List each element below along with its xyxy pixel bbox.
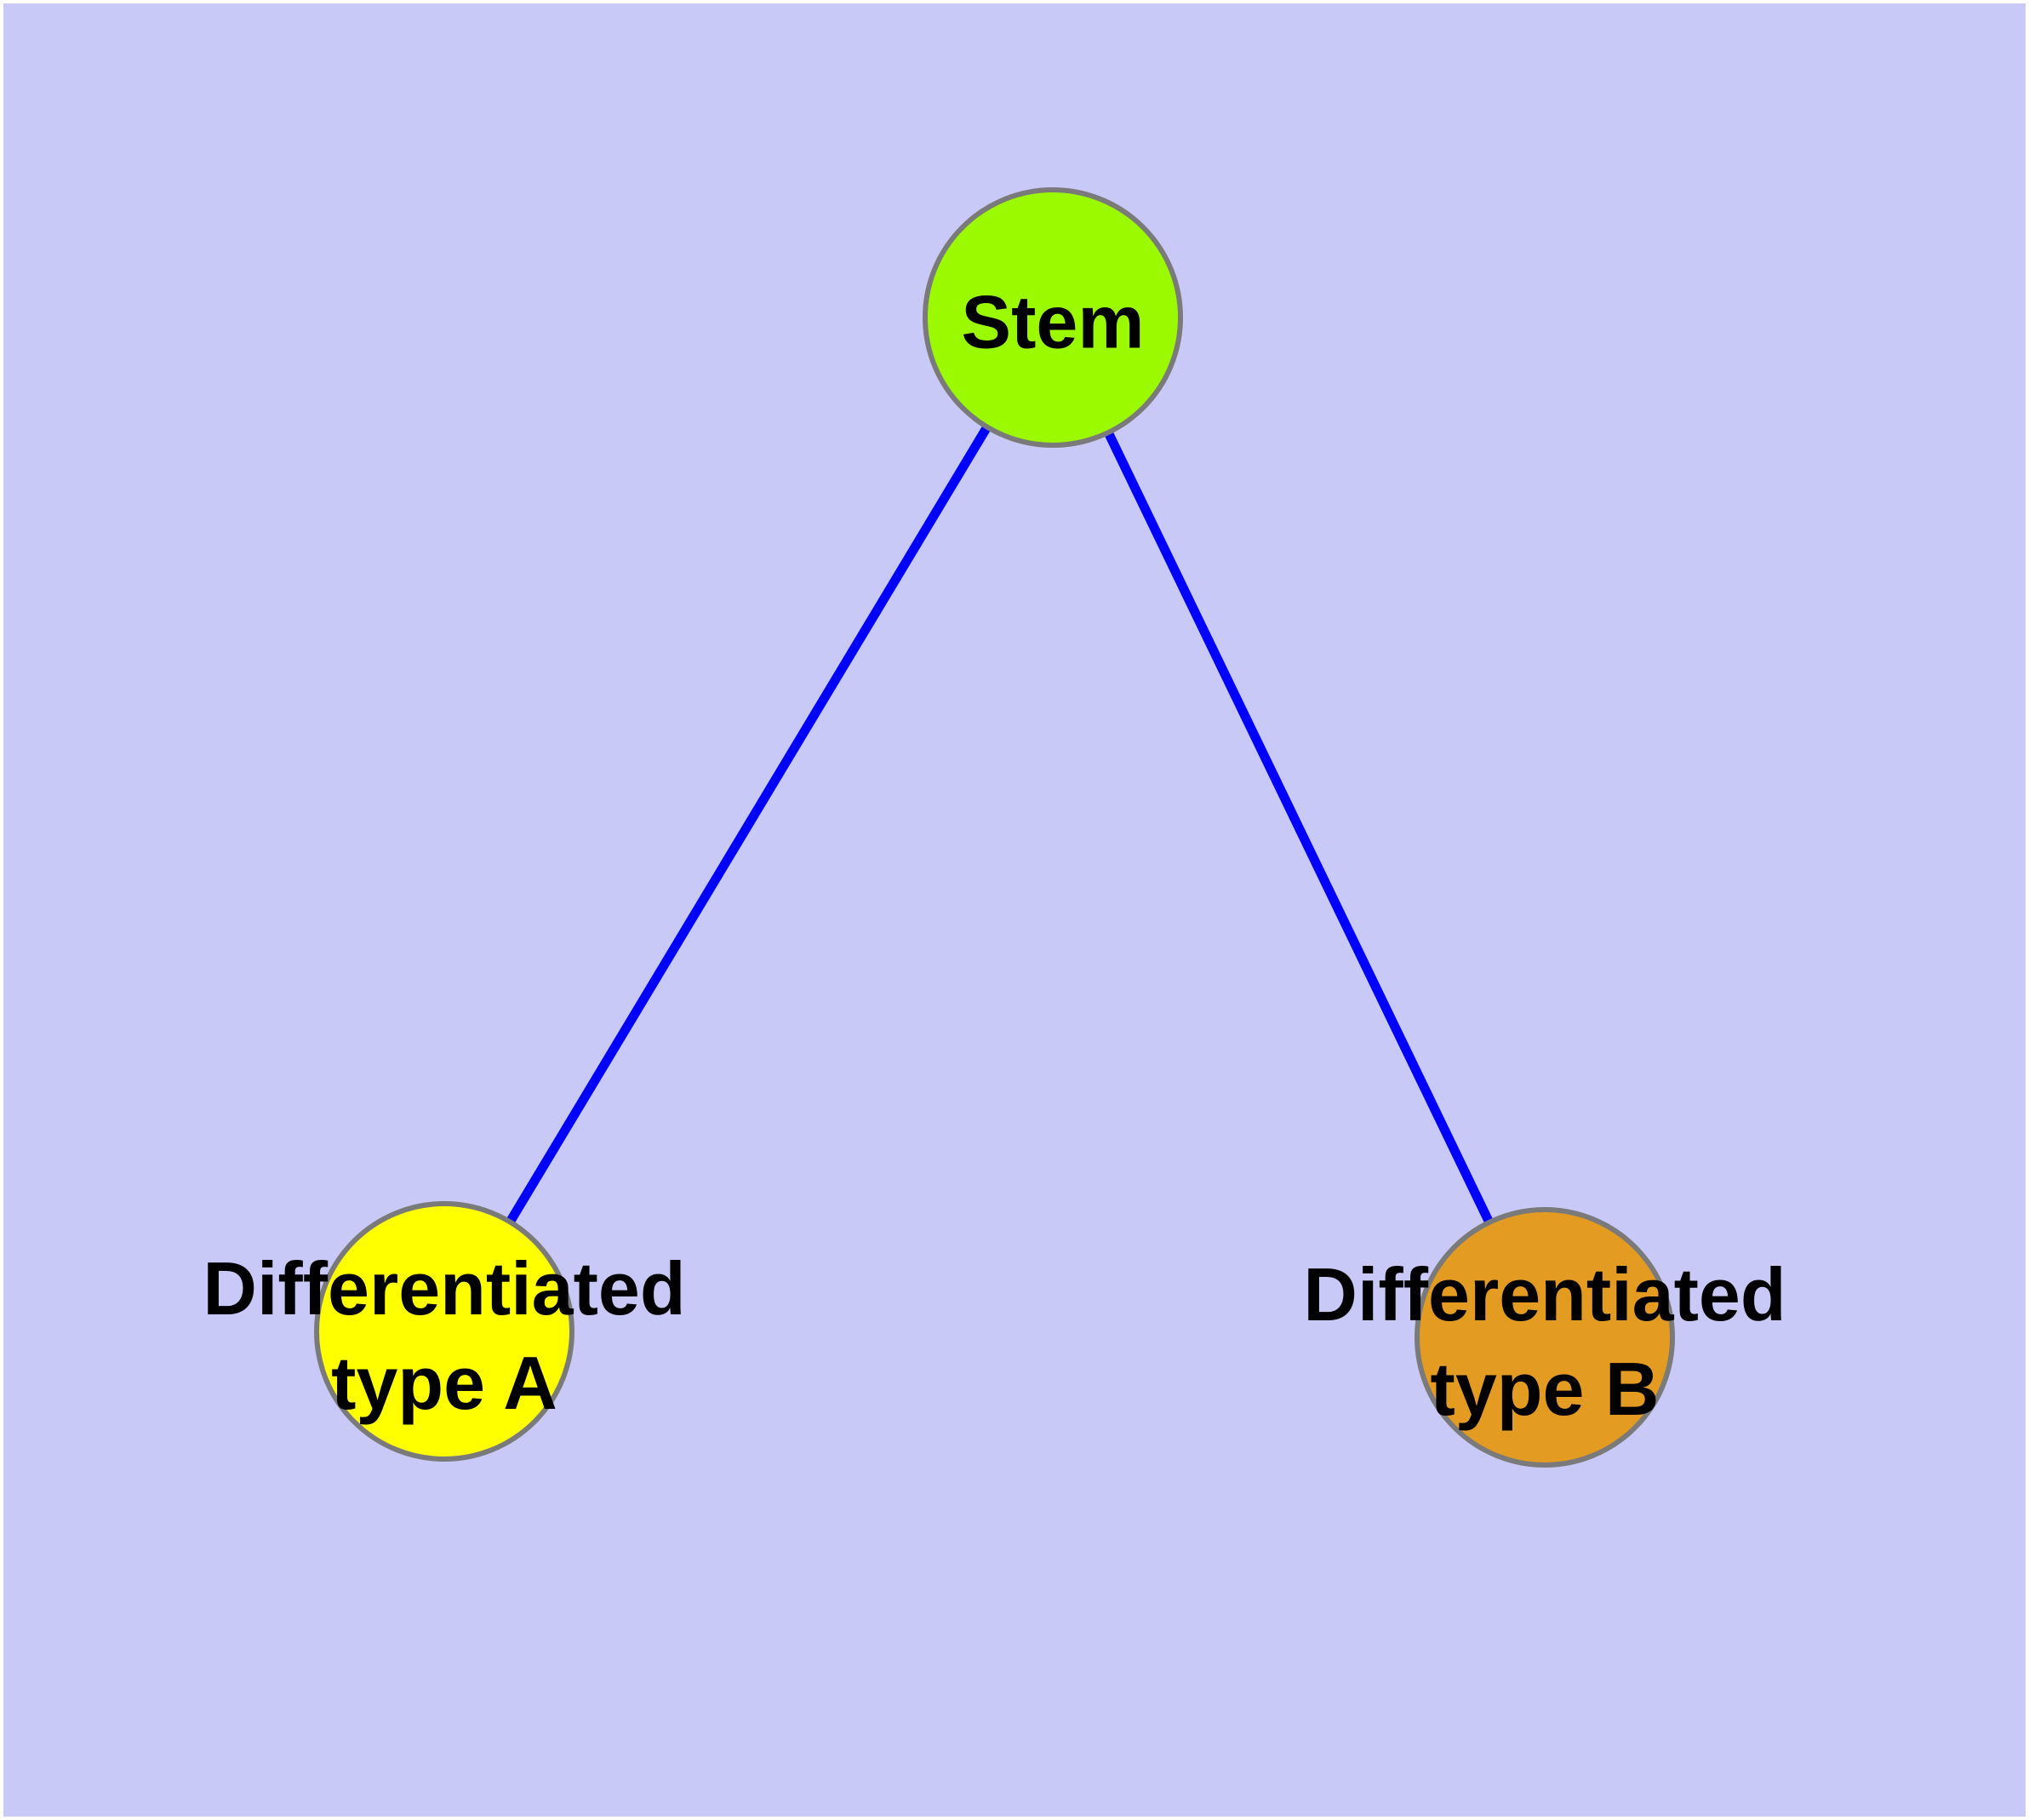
node-label-stem-line-1: Stem — [961, 280, 1144, 364]
node-differentiated-type-a: Differentiated type A — [203, 1201, 686, 1462]
node-circle-differentiated-type-a — [314, 1201, 574, 1462]
node-stem: Stem — [923, 187, 1183, 448]
edge-stem-differentiated-type-a — [440, 315, 1057, 1334]
node-label-differentiated-type-a-line-2: type A — [331, 1341, 557, 1425]
node-label-differentiated-type-b-line-1: Differentiated — [1303, 1252, 1786, 1336]
node-label-differentiated-type-a-line-1: Differentiated — [203, 1246, 685, 1331]
edge-stem-differentiated-type-b — [1049, 315, 1549, 1340]
node-circle-stem — [923, 187, 1183, 448]
node-circle-differentiated-type-b — [1415, 1207, 1675, 1468]
node-label-differentiated-type-b-line-2: type B — [1431, 1347, 1660, 1431]
node-differentiated-type-b: Differentiated type B — [1303, 1207, 1786, 1468]
